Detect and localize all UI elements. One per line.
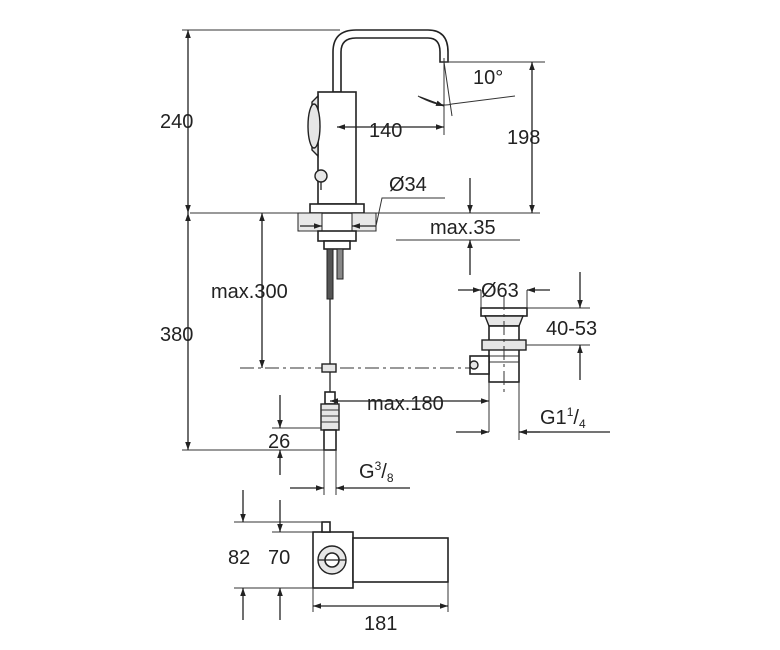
- label-380: 380: [160, 324, 193, 346]
- label-140: 140: [369, 120, 402, 142]
- label-g-three-eighths: G3/8: [359, 459, 394, 485]
- label-10-degrees: 10°: [473, 67, 503, 89]
- label-240: 240: [160, 111, 193, 133]
- base-flange: [309, 203, 365, 214]
- label-diameter-34: Ø34: [389, 174, 427, 196]
- label-82: 82: [228, 547, 250, 569]
- faucet-top-view: [312, 521, 449, 589]
- pop-up-waste: [469, 296, 528, 392]
- label-diameter-63: Ø63: [481, 280, 519, 302]
- mounting-nut: [317, 230, 357, 242]
- dimension-labels: 240 10° 140 198 Ø34 max.35 max.300 380 Ø…: [160, 67, 597, 635]
- label-198: 198: [507, 127, 540, 149]
- label-181: 181: [364, 613, 397, 635]
- faucet-spout: [332, 29, 449, 93]
- dimension-lines: [182, 29, 610, 620]
- label-max-35: max.35: [430, 217, 496, 239]
- label-max-300: max.300: [211, 281, 288, 303]
- faucet-side-view: [190, 29, 540, 451]
- flex-hose: [326, 248, 334, 300]
- lift-rod-knob: [314, 169, 328, 183]
- label-max-180: max.180: [367, 393, 444, 415]
- label-40-53: 40-53: [546, 318, 597, 340]
- label-70: 70: [268, 547, 290, 569]
- hose-connector: [320, 391, 340, 451]
- faucet-body: [317, 91, 357, 205]
- label-26: 26: [268, 431, 290, 453]
- label-g1-quarter: G11/4: [540, 405, 586, 431]
